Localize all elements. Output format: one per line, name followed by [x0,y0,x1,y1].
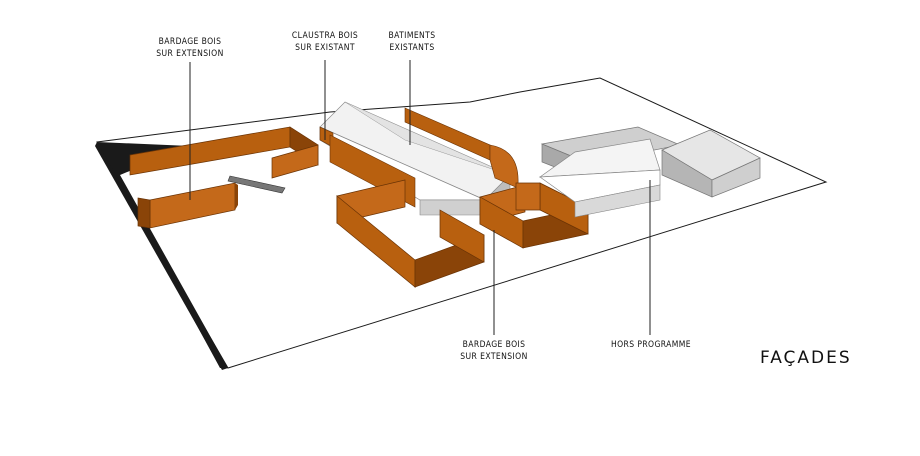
wall-face [515,182,541,211]
label-bardage-top: BARDAGE BOIS SUR EXTENSION [156,36,223,60]
hatched-strip [227,175,286,194]
label-line: SUR EXTENSION [460,352,528,362]
drawing-title: FAÇADES [760,348,852,368]
existing-building-central [319,101,511,216]
building-face [574,184,661,218]
building-face [344,101,511,176]
ground-edge-thick [95,142,228,370]
building-face [711,157,761,198]
wood-enclosure-middle [336,179,485,288]
label-line: SUR EXISTANT [295,43,355,53]
leader-lines [189,60,651,335]
label-line: EXISTANTS [389,43,435,53]
wall-curved-end [489,144,519,189]
wood-enclosure-right [479,182,589,249]
label-line: BATIMENTS [388,31,436,41]
wall-face [235,183,238,210]
wall-face [137,197,151,229]
buildings-out-of-scope [538,126,761,218]
label-line: SUR EXTENSION [156,49,224,59]
label-hors-programme: HORS PROGRAMME [610,340,692,350]
label-line: CLAUSTRA BOIS [291,31,359,41]
wall-face [271,144,319,179]
label-claustra: CLAUSTRA BOIS SUR EXISTANT [292,30,358,54]
label-bardage-bottom: BARDAGE BOIS SUR EXTENSION [460,339,527,363]
hatched-strip-shape [227,175,286,194]
wall-face [439,209,485,263]
building-face [419,199,486,216]
label-line: BARDAGE BOIS [158,37,222,47]
label-line: BARDAGE BOIS [462,340,526,350]
wood-cladding-left [129,126,319,229]
label-batiments: BATIMENTS EXISTANTS [388,30,435,54]
